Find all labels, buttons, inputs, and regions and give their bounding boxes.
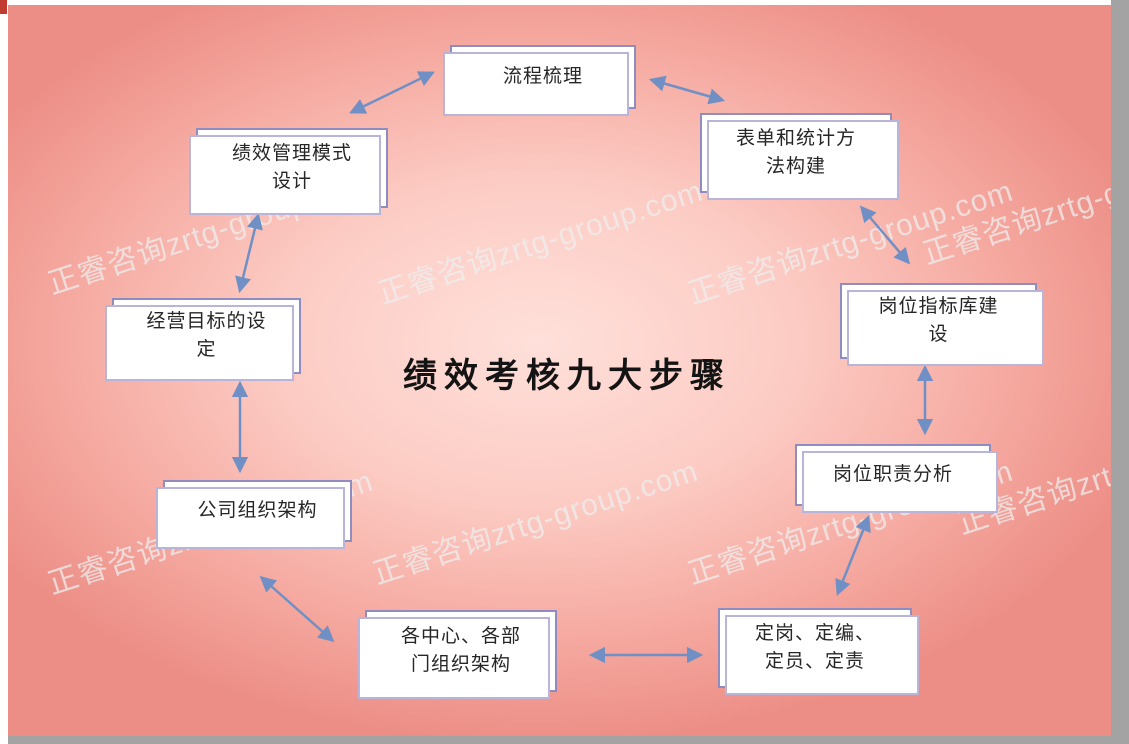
node-indicator-library: 岗位指标库建 设 bbox=[840, 283, 1037, 359]
diagram-title: 绩效考核九大步骤 bbox=[403, 358, 731, 395]
watermark-text: 正睿咨询zrtg-group.com bbox=[373, 174, 708, 312]
node-staffing-definition: 定岗、定编、 定员、定责 bbox=[718, 608, 912, 688]
node-business-goal: 经营目标的设 定 bbox=[112, 298, 301, 374]
node-process-combing: 流程梳理 bbox=[450, 45, 636, 109]
watermark-text: 正睿咨询zrtg-group.com bbox=[368, 454, 703, 592]
slide-edge-shadow-right bbox=[1111, 0, 1129, 744]
node-company-org-structure: 公司组织架构 bbox=[163, 480, 352, 542]
node-dept-org-structure: 各中心、各部 门组织架构 bbox=[365, 610, 557, 692]
node-performance-model: 绩效管理模式 设计 bbox=[196, 128, 388, 208]
corner-artifact bbox=[0, 0, 7, 14]
node-job-duty-analysis: 岗位职责分析 bbox=[795, 444, 991, 506]
node-forms-statistics: 表单和统计方 法构建 bbox=[700, 113, 892, 193]
slide-edge-shadow-bottom bbox=[8, 736, 1111, 744]
